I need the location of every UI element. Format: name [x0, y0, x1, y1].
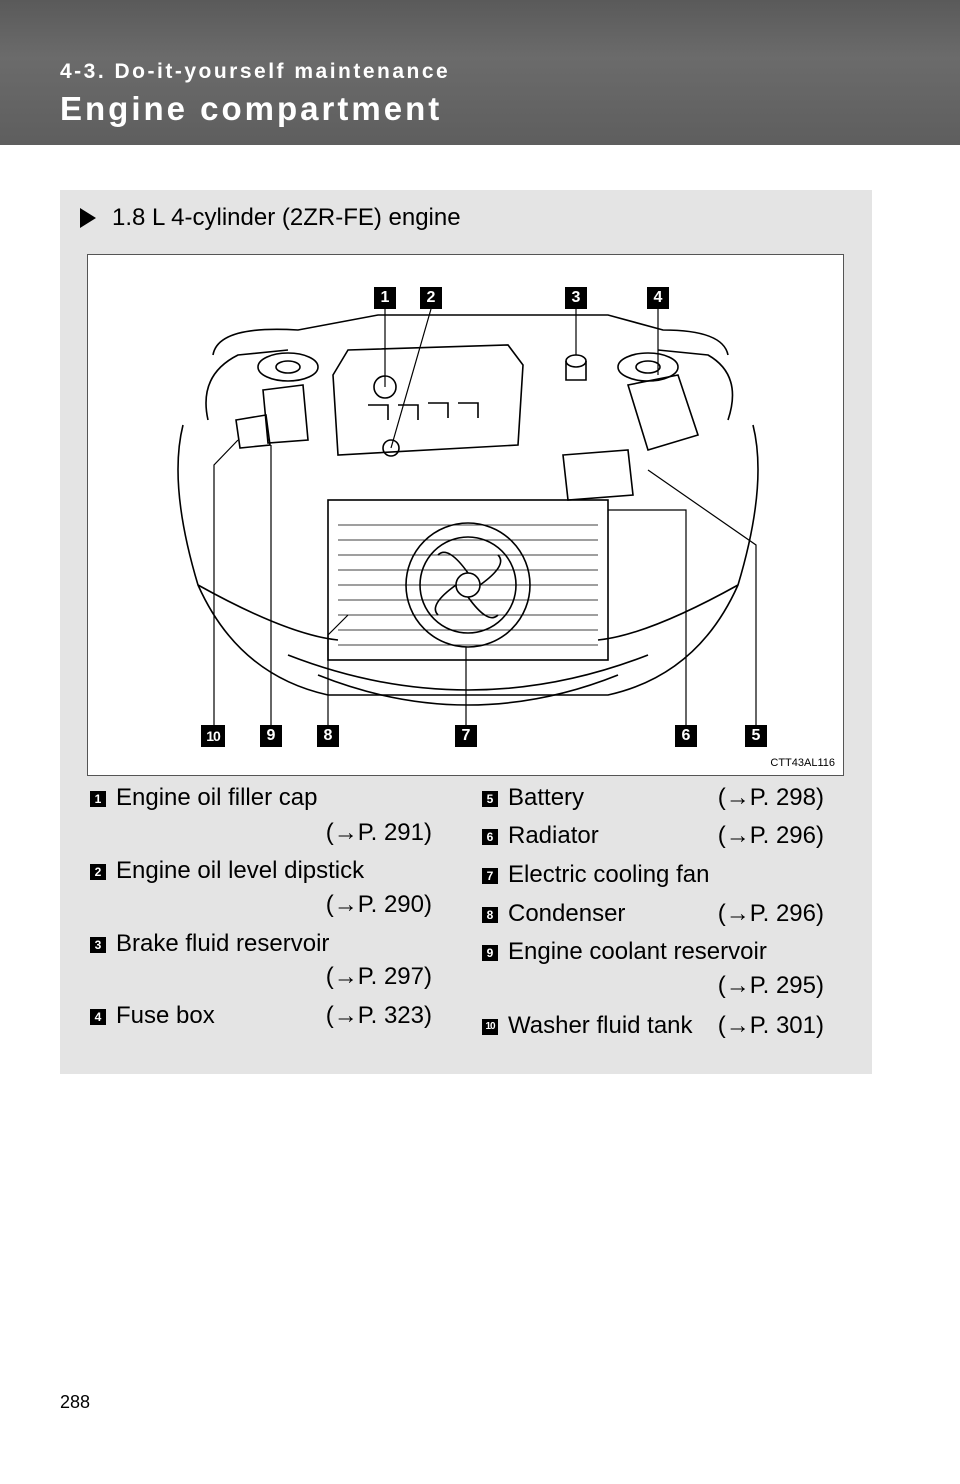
- legend-label-9: Engine coolant reservoir: [508, 938, 767, 965]
- legend-ref-4: (→P. 323): [325, 1002, 432, 1029]
- callout-9: 9: [260, 725, 282, 747]
- legend-badge-1: 1: [90, 791, 106, 807]
- image-code: CTT43AL116: [770, 757, 835, 769]
- legend-label-8: Condenser: [508, 900, 626, 927]
- legend-label-10: Washer fluid tank: [508, 1012, 693, 1039]
- engine-diagram: 1 2 3 4 5 6 7 8 9 10 CTT43AL116: [87, 254, 844, 776]
- legend-label-6: Radiator: [508, 822, 599, 849]
- engine-illustration: [177, 308, 759, 725]
- legend-badge-10: 10: [482, 1019, 498, 1035]
- legend-badge-8: 8: [482, 907, 498, 923]
- page-number: 288: [60, 1392, 91, 1412]
- page-header: 4-3. Do-it-yourself maintenance Engine c…: [0, 0, 960, 145]
- legend-label-5: Battery: [508, 784, 585, 811]
- legend-ref-1: (→P. 291): [325, 819, 432, 846]
- callout-1: 1: [374, 287, 396, 309]
- engine-subheading: 1.8 L 4-cylinder (2ZR-FE) engine: [80, 204, 461, 232]
- callout-4: 4: [647, 287, 669, 309]
- legend-ref-6: (→P. 296): [717, 822, 824, 849]
- legend-label-1: Engine oil filler cap: [116, 784, 318, 811]
- legend-label-2: Engine oil level dipstick: [116, 857, 365, 884]
- legend-ref-3: (→P. 297): [325, 963, 432, 990]
- triangle-bullet-icon: [80, 208, 96, 228]
- callout-6: 6: [675, 725, 697, 747]
- legend-ref-2: (→P. 290): [325, 891, 432, 918]
- legend-label-4: Fuse box: [116, 1002, 215, 1029]
- legend-badge-6: 6: [482, 829, 498, 845]
- page-title: Engine compartment: [60, 90, 443, 127]
- callout-8: 8: [317, 725, 339, 747]
- callout-10: 10: [201, 725, 225, 747]
- callout-5: 5: [745, 725, 767, 747]
- legend-label-7: Electric cooling fan: [508, 861, 710, 888]
- legend-badge-9: 9: [482, 945, 498, 961]
- legend-badge-4: 4: [90, 1009, 106, 1025]
- callout-2: 2: [420, 287, 442, 309]
- legend-ref-9: (→P. 295): [717, 972, 824, 999]
- legend-badge-7: 7: [482, 868, 498, 884]
- callout-3: 3: [565, 287, 587, 309]
- legend-badge-3: 3: [90, 937, 106, 953]
- legend-badge-5: 5: [482, 791, 498, 807]
- legend-ref-8: (→P. 296): [717, 900, 824, 927]
- engine-subheading-text: 1.8 L 4-cylinder (2ZR-FE) engine: [112, 204, 461, 231]
- section-label: 4-3. Do-it-yourself maintenance: [60, 60, 451, 83]
- legend-ref-10: (→P. 301): [717, 1012, 824, 1039]
- legend-badge-2: 2: [90, 864, 106, 880]
- legend-label-3: Brake fluid reservoir: [116, 930, 330, 957]
- legend-ref-5: (→P. 298): [717, 784, 824, 811]
- callout-7: 7: [455, 725, 477, 747]
